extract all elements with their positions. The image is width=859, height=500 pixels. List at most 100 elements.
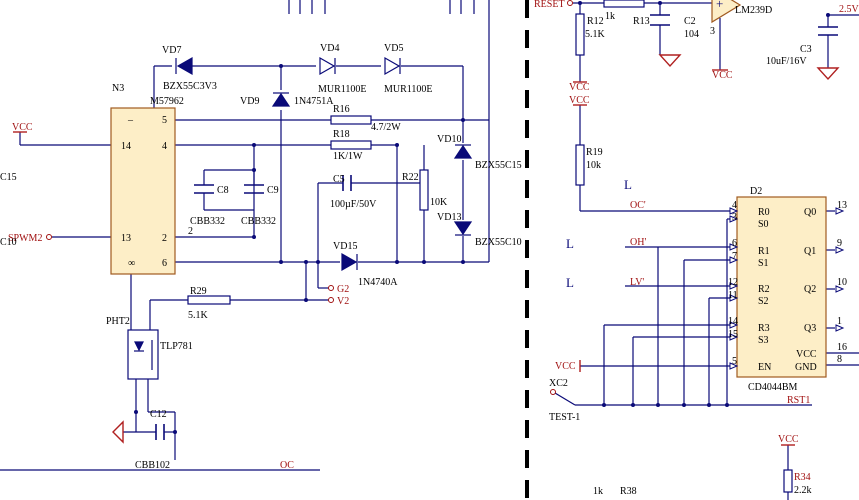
vd5-ref: VD5 [384,43,403,54]
net-c15: C15 [0,172,17,183]
r12-ref: R12 [587,16,604,27]
d2-pin-q2: Q2 [804,284,816,295]
n3-pin-5: 5 [162,115,167,126]
lm239-label: LM239D [735,5,772,16]
l-label-2: L [566,236,574,251]
c9-ref: C9 [267,185,279,196]
n3-pin-13: 13 [121,233,131,244]
c9-part: CBB332 [241,216,276,227]
d2-n6: 6 [732,238,737,249]
test1-label: TEST-1 [549,412,580,423]
d2-ref: D2 [750,186,762,197]
d2-n1: 1 [837,316,842,327]
reset-label: RESET [534,0,565,10]
ground-symbols [112,54,840,444]
spwm-label: SPWM2 [8,233,42,244]
r18-value: 1K/1W [333,151,363,162]
c2-ref: C2 [684,16,696,27]
r29-value: 5.1K [188,310,209,321]
opamp-plus: + [716,0,723,11]
d2-n16: 16 [837,342,847,353]
bottom-1k: 1k [593,486,603,497]
pht2-ref: PHT2 [106,316,130,327]
d2-pin-r3: R3 [758,323,770,334]
g2-label: G2 [337,284,349,295]
oc-bottom-label: OC [280,460,294,471]
vd13-ref: VD13 [437,212,461,223]
diodes [175,56,473,272]
vd15-part: 1N4740A [358,277,398,288]
n3-pin-6: 6 [162,258,167,269]
vcc-en-label: VCC [555,361,576,372]
ic-n3 [110,107,176,275]
vd9-part: 1N4751A [294,96,334,107]
opamp [711,0,742,24]
r18-ref: R18 [333,129,350,140]
c12-part: CBB102 [135,460,170,471]
d2-pin-s3: S3 [758,335,769,346]
rst1-label: RST1 [787,395,810,406]
d2-pin-r0: R0 [758,207,770,218]
l-label-1: L [624,177,632,192]
vd5-part: MUR1100E [384,84,433,95]
capacitors [155,14,838,440]
vd10-part: BZX55C15 [475,160,522,171]
lv-label: LV' [630,277,644,288]
d2-pin-q0: Q0 [804,207,816,218]
vd9-ref: VD9 [240,96,259,107]
v2-label: V2 [337,296,349,307]
d2-n15: 15 [728,329,738,340]
labels-right: RESET R12 5.1K 1k R13 C2 104 LM239D + 3 … [534,0,859,497]
vd7-ref: VD7 [162,45,181,56]
d2-n12: 12 [728,277,738,288]
vcc-r19-a: VCC [569,82,590,93]
d2-n3: 3 [732,212,737,223]
d2-pin-q3: Q3 [804,323,816,334]
ic-d2 [736,196,827,378]
r34-value: 2.2k [794,485,812,496]
n3-pin-inf: ∞ [128,258,135,269]
vcc-r34-label: VCC [778,434,799,445]
oc-label: OC' [630,200,646,211]
d2-pin-en: EN [758,362,771,373]
r22-value: 10K [430,197,448,208]
d2-n4: 4 [732,200,737,211]
wire-junctions [134,1,830,434]
n3-part: M57962 [150,96,184,107]
n3-pin-14: 14 [121,141,131,152]
vcc-symbols [13,69,795,446]
n3-pin-4: 4 [162,141,167,152]
d2-n11: 11 [728,290,738,301]
d2-n8: 8 [837,354,842,365]
r-top-value: 1k [605,11,615,22]
r19-value: 10k [586,160,601,171]
c8-part: CBB332 [190,216,225,227]
n3-pin-minus: – [127,115,134,126]
xc2-label: XC2 [549,378,568,389]
d2-n5: 5 [732,356,737,367]
c3-ref: C3 [800,44,812,55]
c12-ref: C12 [150,409,167,420]
d2-n7: 7 [732,251,737,262]
opamp-pin3: 3 [710,26,715,37]
vd15-ref: VD15 [333,241,357,252]
r34-ref: R34 [794,472,811,483]
vcc-opamp-label: VCC [712,70,733,81]
vd13-part: BZX55C10 [475,237,522,248]
r22-ref: R22 [402,172,419,183]
d2-pin-r2: R2 [758,284,770,295]
pht2-part: TLP781 [160,341,193,352]
vd10-ref: VD10 [437,134,461,145]
d2-pin-q1: Q1 [804,246,816,257]
n3-pin-2: 2 [162,233,167,244]
r29-ref: R29 [190,286,207,297]
n3-ref: N3 [112,83,124,94]
d2-n10: 10 [837,277,847,288]
vd4-part: MUR1100E [318,84,367,95]
l-label-3: L [566,275,574,290]
labels-left: VCC SPWM2 C15 C10 VD7 BZX55C3V3 VD4 MUR1… [0,43,522,471]
r12-value: 5.1K [585,29,606,40]
d2-n9: 9 [837,238,842,249]
